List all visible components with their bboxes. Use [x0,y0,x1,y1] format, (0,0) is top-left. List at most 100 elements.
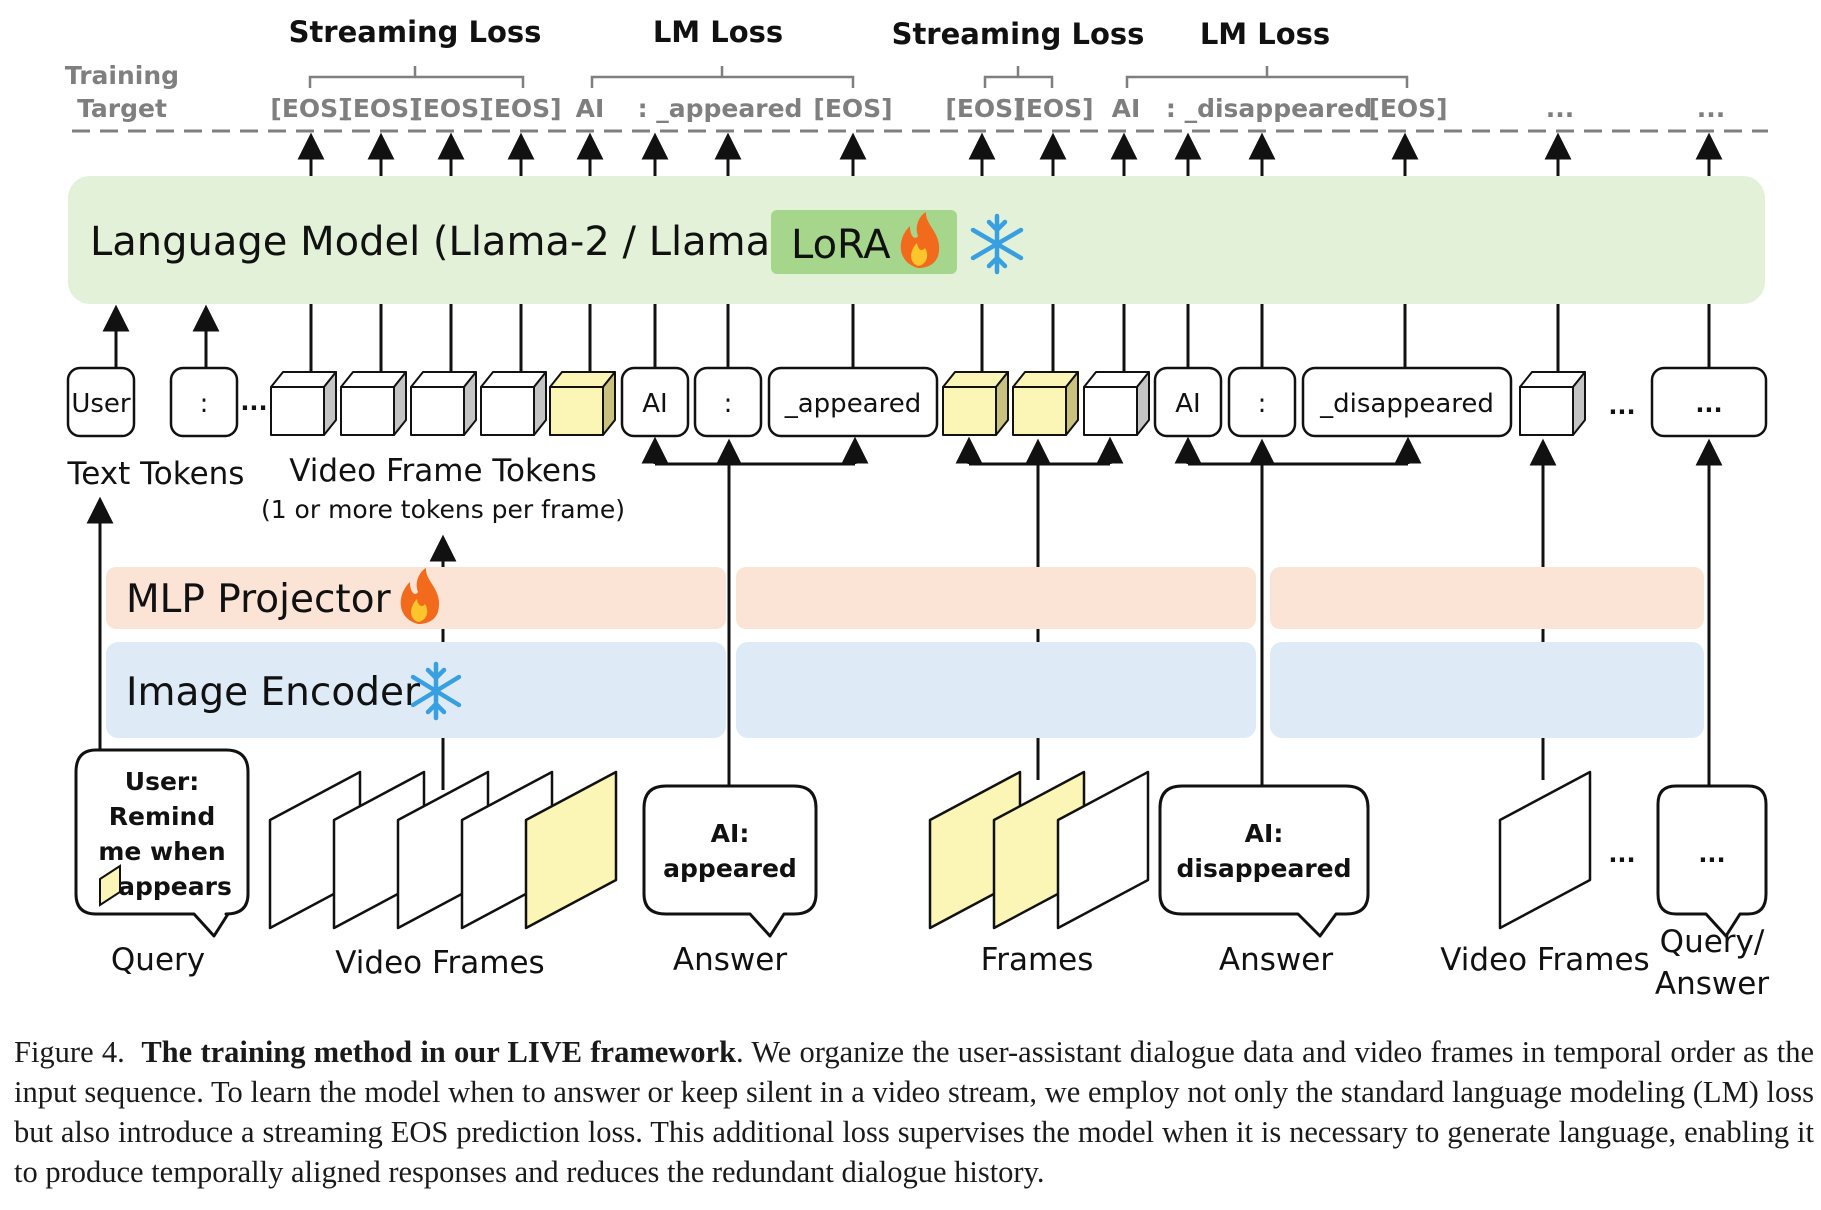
token-ai-2 [1153,366,1223,438]
target-token: [EOS] [411,94,490,123]
lm-loss-label-1: LM Loss [653,15,783,49]
video-frame-tokens-sublabel: (1 or more tokens per frame) [261,495,625,524]
video-frame-tokens-label: Video Frame Tokens [289,453,597,489]
final-bubble [1656,784,1768,938]
token-user [66,366,136,438]
caption-title: The training method in our LIVE framewor… [141,1035,737,1069]
frame-token-cube [1519,371,1586,436]
mlp-projector-band-2 [736,567,1256,629]
image-encoder-label: Image Encoder [126,670,421,715]
target-token: [EOS] [1014,94,1093,123]
token-user-label: User [71,389,131,419]
token-ellipsis-box [1650,366,1768,438]
target-token: [EOS] [482,94,561,123]
token-ellipsis-box-label: ... [1695,390,1722,418]
snowflake-icon [410,661,462,721]
target-token: ... [1697,94,1726,123]
final-bubble-label: ... [1698,840,1725,868]
query-bubble-line-4: appears [118,872,232,901]
fire-icon [900,212,940,268]
query-bubble-line-3: me when [98,837,225,866]
answer-bubble-2-line-2: disappeared [1176,854,1351,883]
token-ai-1-label: AI [642,389,667,419]
bottom-label-query: Query [111,942,205,978]
token-input-arrows [102,304,1711,372]
streaming-loss-label-2: Streaming Loss [892,17,1145,51]
target-token: [EOS] [270,94,349,123]
bottom-label-frames: Frames [981,942,1094,978]
bottom-label-video-frames-2: Video Frames [1440,942,1649,978]
image-encoder-band-1 [106,642,726,738]
target-token: ... [1546,94,1575,123]
frame-token-cube-yellow [549,371,616,436]
text-tokens-label: Text Tokens [67,456,245,492]
token-ai-1 [620,366,690,438]
token-appeared-label: _appeared [784,389,922,419]
query-bubble-line-1: User: [125,767,199,796]
snowflake-icon [970,213,1024,275]
token-ellipsis-2: ... [1608,392,1635,420]
token-ai-2-label: AI [1175,389,1200,419]
language-model-label: Language Model (Llama-2 / Llama-3) [90,219,826,265]
token-appeared [767,366,939,438]
target-token: : _disappeared [1166,94,1372,123]
bottom-label-video-frames-1: Video Frames [335,945,544,981]
mlp-projector-band-3 [1270,567,1704,629]
video-frame [268,770,618,930]
caption-body: . We organize the user-assistant dialogu… [14,1035,1814,1189]
fanout-connectors [86,436,1723,790]
training-targets: [EOS] [EOS] [EOS] [EOS] AI : _appeared [… [270,94,1725,123]
encoder-passthrough-lines [1036,629,1545,642]
bottom-label-answer-2: Answer [1219,942,1333,978]
target-token: [EOS] [1368,94,1447,123]
fire-icon [400,568,440,624]
target-token: AI [576,94,605,123]
token-colon-3 [1227,366,1297,438]
frame-token-cube [480,371,547,436]
caption-prefix: Figure 4. [14,1035,125,1069]
target-token: : _appeared [638,94,803,123]
frame-token-cube-yellow [942,371,1009,436]
video-frame [928,770,1150,930]
target-token: [EOS] [341,94,420,123]
live-training-diagram: Streaming Loss LM Loss Streaming Loss LM… [65,15,1769,1002]
target-token: [EOS] [945,94,1024,123]
token-disappeared-label: _disappeared [1319,389,1494,419]
token-ellipsis: ... [240,388,267,416]
frame-token-cube [410,371,477,436]
answer-bubble-1 [642,784,818,938]
token-disappeared [1301,366,1513,438]
loss-braces [308,66,1409,88]
lm-loss-label-2: LM Loss [1200,17,1330,51]
answer-bubble-1-line-2: appeared [663,854,797,883]
image-encoder-band-2 [736,642,1256,738]
training-target-label-1: Training [65,61,179,90]
frame-token-cube [1083,371,1150,436]
frame-token-cube [270,371,337,436]
frames-ellipsis: ... [1608,840,1635,868]
token-colon-2 [693,366,763,438]
token-colon-2-label: : [724,389,733,419]
figure-caption: Figure 4. The training method in our LIV… [14,1032,1814,1192]
query-bubble-line-2: Remind [109,802,216,831]
frame-token-cube-yellow [1012,371,1079,436]
bottom-label-query-answer-1: Query/ [1660,924,1765,960]
image-encoder-band-3 [1270,642,1704,738]
target-token: AI [1112,94,1141,123]
frame-token-cube [340,371,407,436]
answer-bubble-2 [1158,784,1370,938]
lora-label: LoRA [791,222,891,268]
bottom-label-answer-1: Answer [673,942,787,978]
training-target-label-2: Target [77,94,167,123]
token-colon-3-label: : [1258,389,1267,419]
mlp-projector-label: MLP Projector [126,577,392,622]
lm-output-arrows [297,132,1723,176]
answer-bubble-1-line-1: AI: [711,819,750,848]
streaming-loss-label-1: Streaming Loss [289,15,542,49]
yellow-frame-icon [99,864,121,907]
target-token: [EOS] [813,94,892,123]
video-frame [1498,770,1592,930]
answer-bubble-2-line-1: AI: [1245,819,1284,848]
token-colon [169,366,239,438]
token-colon-label: : [200,389,209,419]
